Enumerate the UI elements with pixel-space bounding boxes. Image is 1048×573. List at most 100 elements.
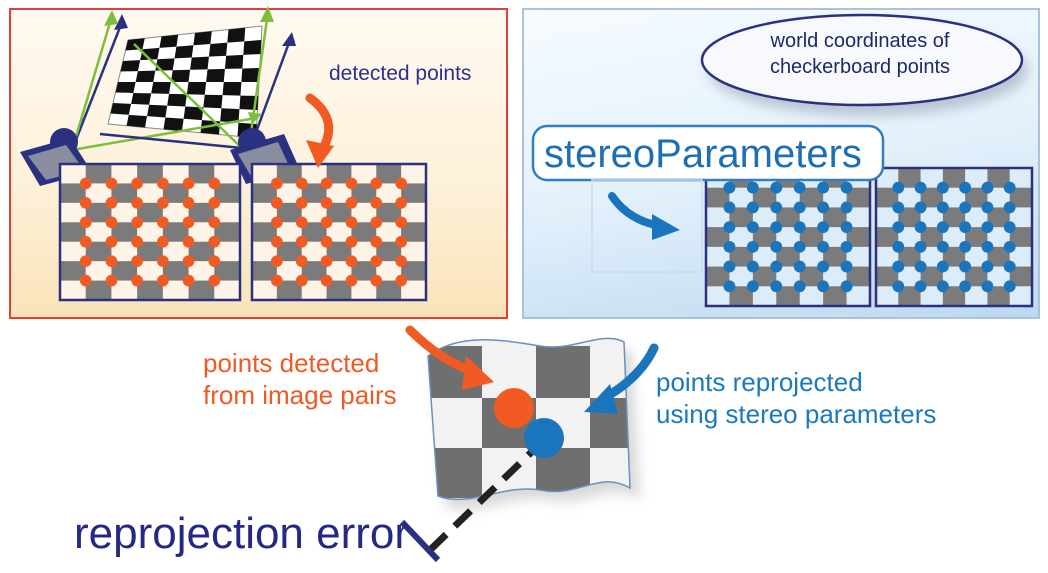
- corner-point: [345, 274, 358, 287]
- corner-point: [892, 260, 905, 273]
- corner-point: [271, 197, 283, 209]
- corner-point: [981, 201, 994, 214]
- corner-point: [208, 255, 221, 267]
- corner-point: [208, 235, 221, 248]
- world-coordinates-callout: [700, 13, 1028, 116]
- corner-point: [182, 216, 195, 229]
- error-bracket-icon: [399, 519, 441, 563]
- corner-point: [395, 255, 407, 267]
- corner-point: [936, 280, 949, 293]
- corner-point: [723, 260, 736, 273]
- reprojected-point: [524, 418, 564, 458]
- corner-point: [320, 216, 333, 229]
- corner-point: [892, 221, 905, 234]
- corner-point: [131, 235, 143, 248]
- corner-point: [79, 235, 92, 248]
- corner-point: [320, 177, 333, 190]
- corner-point: [817, 221, 830, 234]
- left-image-checkerboard-2: [250, 162, 428, 302]
- corner-point: [746, 260, 759, 273]
- world-coordinates-line2: checkerboard points: [769, 56, 951, 78]
- corner-point: [746, 181, 759, 194]
- corner-point: [320, 255, 333, 267]
- corner-point: [892, 181, 905, 194]
- corner-point: [793, 260, 806, 273]
- corner-point: [817, 201, 830, 214]
- corner-point: [840, 240, 853, 253]
- corner-point: [345, 197, 358, 209]
- corner-point: [1003, 260, 1016, 273]
- corner-point: [271, 177, 283, 190]
- corner-point: [817, 260, 830, 273]
- corner-point: [746, 240, 759, 253]
- corner-point: [723, 240, 736, 253]
- corner-point: [959, 240, 972, 253]
- corner-point: [295, 274, 308, 287]
- corner-point: [105, 197, 118, 209]
- corner-point: [746, 201, 759, 214]
- left-image-checkerboard-1: [58, 162, 242, 302]
- corner-point: [320, 197, 333, 209]
- corner-point: [131, 255, 143, 267]
- corner-point: [793, 240, 806, 253]
- points-detected-label: points detected from image pairs: [203, 347, 397, 411]
- stereo-parameters-box: [531, 124, 885, 273]
- curved-arrow-icon: [405, 325, 494, 390]
- corner-point: [1003, 240, 1016, 253]
- points-reprojected-label: points reprojected using stereo paramete…: [656, 366, 936, 430]
- corner-point: [981, 260, 994, 273]
- corner-point: [295, 177, 308, 190]
- corner-point: [271, 274, 283, 287]
- stereo-parameters-label: stereoParameters: [544, 132, 862, 176]
- corner-point: [395, 197, 407, 209]
- corner-point: [345, 255, 358, 267]
- corner-point: [208, 274, 221, 287]
- corner-point: [105, 216, 118, 229]
- corner-point: [370, 235, 383, 248]
- points-reprojected-line1: points reprojected: [656, 367, 863, 397]
- corner-point: [271, 235, 283, 248]
- corner-point: [959, 221, 972, 234]
- right-image-checkerboard-1: [704, 166, 872, 308]
- corner-point: [79, 274, 92, 287]
- corner-point: [723, 280, 736, 293]
- corner-point: [840, 280, 853, 293]
- corner-point: [157, 255, 169, 267]
- corner-point: [936, 260, 949, 273]
- corner-point: [182, 197, 195, 209]
- corner-point: [395, 235, 407, 248]
- corner-point: [817, 240, 830, 253]
- corner-point: [770, 260, 783, 273]
- corner-point: [370, 216, 383, 229]
- points-reprojected-line2: using stereo parameters: [656, 399, 937, 429]
- corner-point: [959, 201, 972, 214]
- corner-point: [157, 177, 169, 190]
- corner-point: [79, 216, 92, 229]
- corner-point: [395, 216, 407, 229]
- corner-point: [892, 240, 905, 253]
- corner-point: [320, 274, 333, 287]
- world-coordinates-label: world coordinates of checkerboard points: [710, 28, 1010, 80]
- corner-point: [723, 201, 736, 214]
- right-image-checkerboard-2: [874, 166, 1034, 308]
- corner-point: [936, 201, 949, 214]
- corner-point: [157, 235, 169, 248]
- corner-point: [840, 221, 853, 234]
- corner-point: [793, 201, 806, 214]
- world-coordinates-line1: world coordinates of: [770, 30, 950, 52]
- corner-point: [914, 181, 927, 194]
- corner-point: [370, 197, 383, 209]
- corner-point: [892, 201, 905, 214]
- corner-point: [157, 216, 169, 229]
- corner-point: [936, 221, 949, 234]
- corner-point: [840, 201, 853, 214]
- corner-point: [770, 280, 783, 293]
- corner-point: [936, 240, 949, 253]
- corner-point: [1003, 221, 1016, 234]
- corner-point: [345, 177, 358, 190]
- corner-point: [320, 235, 333, 248]
- corner-point: [157, 197, 169, 209]
- points-detected-line1: points detected: [203, 348, 380, 378]
- corner-point: [271, 255, 283, 267]
- corner-point: [182, 235, 195, 248]
